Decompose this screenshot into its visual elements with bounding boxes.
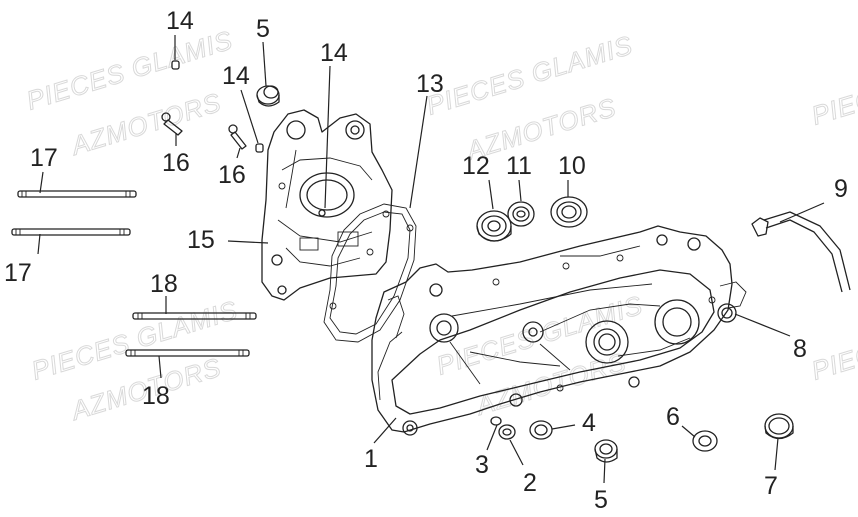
dowel-14-case bbox=[318, 209, 326, 217]
bolt-16-right bbox=[228, 124, 247, 150]
bushing-5-top bbox=[256, 85, 280, 107]
stud-18-upper bbox=[132, 312, 257, 320]
seal-7 bbox=[764, 413, 794, 440]
seal-4 bbox=[529, 420, 553, 440]
callout-1: 1 bbox=[364, 445, 378, 473]
callout-labels: 14 5 14 14 13 16 16 17 17 15 18 18 12 11… bbox=[4, 7, 848, 514]
plug-2 bbox=[498, 424, 516, 440]
callout-2: 2 bbox=[523, 469, 537, 497]
callout-14: 14 bbox=[166, 7, 194, 35]
dowel-14-top bbox=[171, 60, 180, 70]
callout-8: 8 bbox=[793, 335, 807, 363]
stud-18-lower bbox=[125, 349, 250, 357]
gasket-13 bbox=[323, 203, 417, 343]
stud-17-upper bbox=[17, 190, 137, 198]
stud-17-lower bbox=[11, 228, 131, 236]
callout-13: 13 bbox=[416, 70, 444, 98]
hose-9 bbox=[751, 211, 851, 293]
callout-15: 15 bbox=[187, 226, 215, 254]
callout-14: 14 bbox=[320, 39, 348, 67]
callout-16: 16 bbox=[162, 149, 190, 177]
washer-3 bbox=[490, 416, 502, 426]
callout-10: 10 bbox=[558, 152, 586, 180]
callout-6: 6 bbox=[666, 403, 680, 431]
washer-6 bbox=[692, 430, 718, 452]
callout-3: 3 bbox=[475, 451, 489, 479]
callout-16: 16 bbox=[218, 161, 246, 189]
leader-lines bbox=[37, 35, 825, 484]
callout-17: 17 bbox=[30, 144, 58, 172]
bolt-16-left bbox=[161, 112, 183, 136]
callout-7: 7 bbox=[764, 472, 778, 500]
bearing-12 bbox=[476, 210, 512, 242]
callout-18: 18 bbox=[142, 382, 170, 410]
callout-11: 11 bbox=[506, 152, 532, 180]
right-crankcase-half bbox=[371, 225, 747, 436]
bearing-10 bbox=[550, 196, 588, 228]
left-crankcase-half bbox=[261, 109, 393, 301]
callout-18: 18 bbox=[150, 270, 178, 298]
callout-5: 5 bbox=[256, 15, 270, 43]
bushing-5-bottom bbox=[594, 439, 618, 463]
callout-14: 14 bbox=[222, 62, 250, 90]
callout-12: 12 bbox=[462, 152, 490, 180]
seal-8 bbox=[717, 303, 737, 323]
watermark-text: PIECES GLAMIS bbox=[808, 295, 858, 386]
callout-5: 5 bbox=[594, 486, 608, 514]
bearing-11 bbox=[507, 201, 535, 227]
callout-17: 17 bbox=[4, 259, 32, 287]
dowel-14-mid bbox=[255, 143, 264, 153]
callout-9: 9 bbox=[834, 175, 848, 203]
callout-4: 4 bbox=[582, 409, 596, 437]
watermark-text: PIECES GLAMIS bbox=[808, 40, 858, 131]
